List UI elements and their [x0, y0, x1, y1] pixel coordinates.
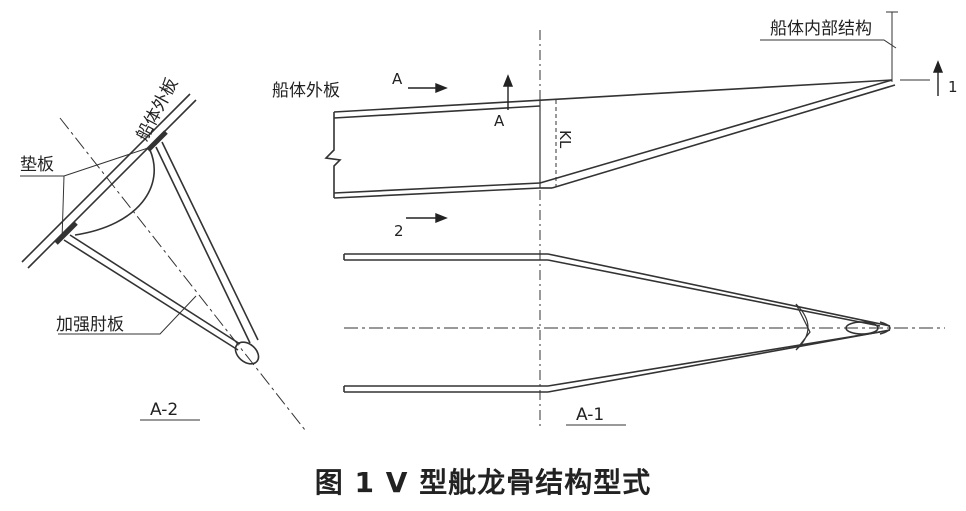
v-leg-upper-inner — [155, 146, 251, 344]
v-leg-lower-inner — [69, 234, 241, 345]
arrow-a-vertical-head — [502, 74, 514, 87]
bilge-keel-tip — [234, 341, 260, 365]
plan-bracket-arc — [795, 303, 811, 351]
hull-plate-line-outer — [21, 93, 191, 263]
section-a-lower-label: A — [494, 112, 505, 130]
left-view-a2 — [20, 93, 306, 431]
flange-inner — [551, 84, 896, 189]
spacing-label: KL — [556, 130, 574, 149]
plan-upper-diag — [547, 253, 891, 327]
arrow-2-head — [435, 212, 448, 224]
section-2-label: 2 — [394, 222, 404, 240]
bracket-leader — [58, 295, 197, 335]
section-a-upper-label: A — [392, 70, 403, 88]
hull-bottom-edge — [333, 182, 541, 194]
v-leg-upper — [161, 141, 259, 341]
pad-leader-2 — [61, 175, 65, 241]
hull-top-edge — [333, 79, 893, 113]
arrow-a-top-head — [435, 82, 448, 94]
plan-upper-diag-inner — [547, 259, 881, 327]
flange-outer — [539, 79, 893, 184]
pad-plate-lower — [54, 221, 78, 245]
right-bottom-plan — [343, 253, 945, 426]
a1-view-label: A-1 — [576, 405, 604, 425]
arrow-1-head — [932, 60, 944, 73]
hull-bottom-edge-inner — [333, 187, 541, 199]
right-top-section — [324, 11, 930, 430]
v-leg-lower — [63, 239, 239, 351]
right-hull-plate-label: 船体外板 — [272, 81, 340, 101]
left-break — [324, 112, 342, 198]
pad-plate-upper — [146, 130, 168, 152]
a2-view-label: A-2 — [150, 400, 178, 420]
center-line — [59, 117, 306, 431]
hull-top-edge-inner — [333, 105, 541, 119]
internal-leader — [760, 39, 897, 49]
section-1-label: 1 — [948, 78, 958, 96]
internal-structure-label: 船体内部结构 — [770, 19, 872, 39]
bracket-label: 加强肘板 — [56, 315, 124, 335]
bracket-arc — [74, 149, 155, 236]
pad-plate-label: 垫板 — [20, 155, 54, 175]
figure-caption: 图 1 V 型舭龙骨结构型式 — [315, 466, 651, 499]
section-arrows — [406, 60, 944, 224]
plan-lower-diag-inner — [547, 331, 881, 387]
